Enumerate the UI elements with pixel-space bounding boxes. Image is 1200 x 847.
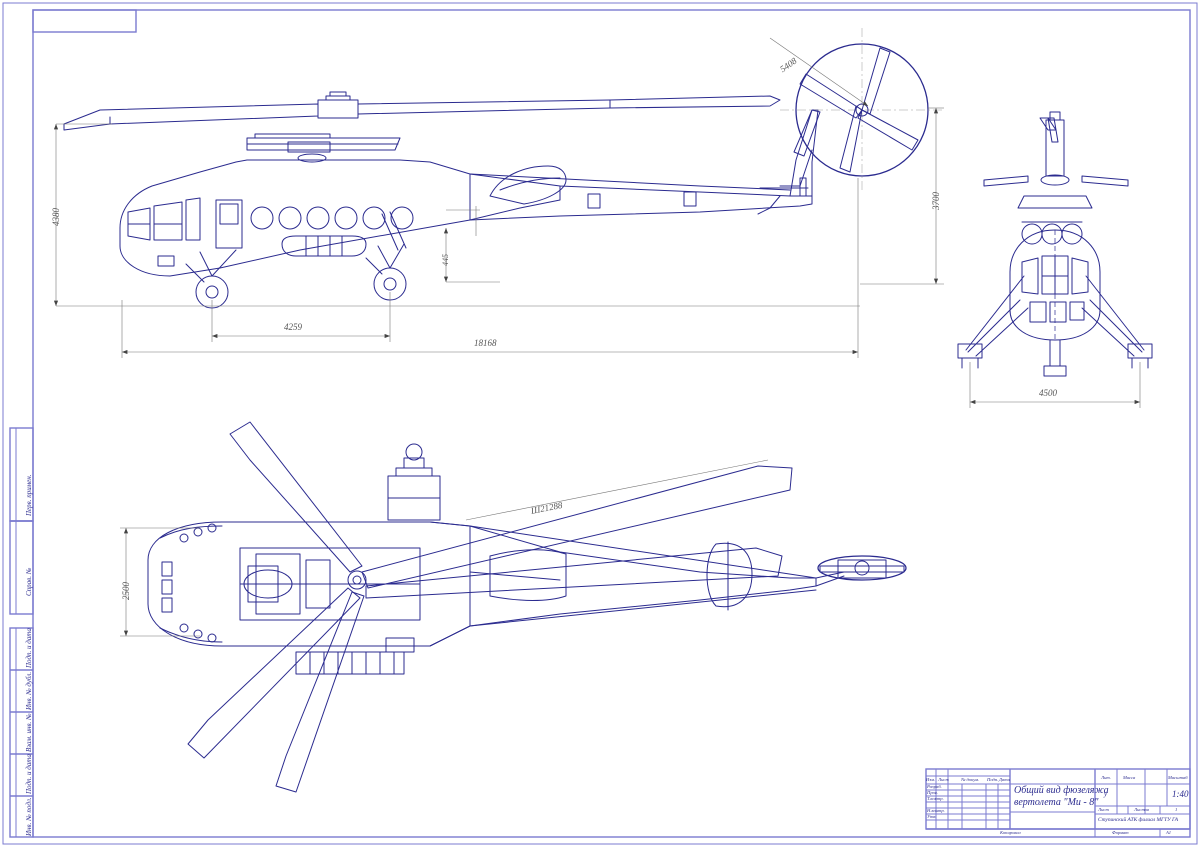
titleblock-listov-value: 1 — [1175, 807, 1178, 812]
titleblock-role-tkontr: Т.контр. — [927, 796, 944, 801]
titleblock-col-doc-no: № докум. — [961, 777, 980, 782]
dim-top-fuselage-width: 2500 — [121, 582, 131, 600]
titleblock-masshtab-label: Масштаб — [1168, 775, 1188, 780]
dim-front-track-width: 4500 — [1039, 388, 1057, 398]
titleblock-col-list: Лист — [938, 777, 949, 782]
side-block-vzam-inv-no: Взам. инв. № — [25, 713, 33, 752]
titleblock-masshtab-value: 1:40 — [1172, 789, 1189, 799]
titleblock-massa-label: Масса — [1123, 775, 1136, 780]
titleblock-format-label: Формат — [1112, 830, 1129, 835]
top-plan-geometry — [147, 421, 907, 793]
titleblock-role-prov: Пров. — [927, 790, 939, 795]
titleblock-format-value: А1 — [1166, 830, 1172, 835]
titleblock-organization: Ступинский АТК филиал МГТУ ГА — [1098, 817, 1178, 823]
titleblock-main-title-line1: Общий вид фюзеляжа — [1014, 785, 1109, 796]
titleblock-list-label: Лист — [1098, 807, 1109, 812]
dim-landing-gear-base: 4259 — [284, 322, 302, 332]
side-block-inv-no-dubl: Инв. № дубл. — [25, 671, 33, 710]
front-view-dimensions — [969, 362, 1141, 408]
side-block-inv-no-podl: Инв. № подл. — [25, 797, 33, 836]
titleblock-role-nkontr: Н.контр. — [927, 808, 945, 813]
side-block-perv-primen: Перв. примен. — [25, 474, 33, 517]
titleblock-kopiroval-label: Копировал — [1000, 830, 1021, 835]
dim-side-view-height: 4380 — [51, 208, 61, 226]
titleblock-role-razrab: Разраб. — [927, 784, 942, 789]
side-elevation-geometry — [63, 28, 945, 309]
side-view-dimensions — [53, 37, 944, 358]
front-elevation-geometry — [957, 111, 1153, 377]
main-rotor-blades — [187, 421, 793, 793]
titleblock-col-izm: Изм. — [926, 777, 936, 782]
titleblock-lit-value: у — [1104, 790, 1108, 798]
titleblock-listov-label: Листов — [1134, 807, 1150, 812]
side-block-sprav-no: Справ. № — [25, 567, 33, 596]
top-view-dimensions — [120, 459, 769, 637]
titleblock-col-data: Дата — [999, 777, 1010, 782]
titleblock-main-title-line2: вертолета "Ми - 8" — [1014, 797, 1099, 808]
titleblock-col-podp: Подп. — [987, 777, 999, 782]
titleblock-lit-label: Лит. — [1101, 775, 1111, 780]
titleblock-role-utv: Утв. — [927, 814, 937, 819]
side-block-podp-i-data-1: Подп. и дата — [25, 628, 33, 668]
dim-tail-clearance: 445 — [441, 254, 450, 266]
side-block-podp-i-data-2: Подп. и дата — [25, 754, 33, 794]
dim-overall-length: 18168 — [474, 338, 497, 348]
dim-rotor-height: 3700 — [931, 192, 941, 210]
